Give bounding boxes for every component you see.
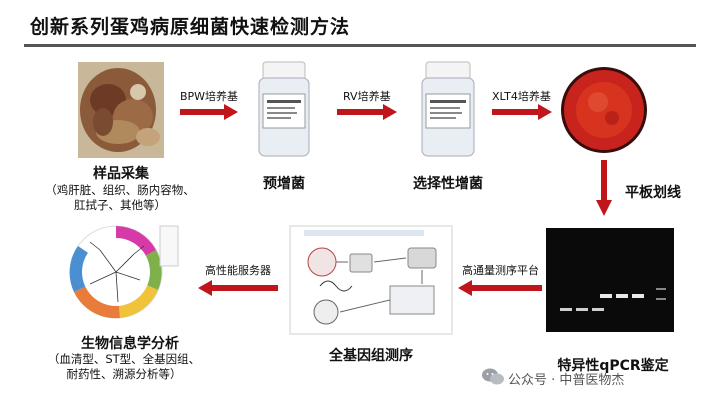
arrow-3: [492, 104, 552, 120]
wechat-icon: [482, 368, 504, 386]
arrow-1-label: BPW培养基: [180, 88, 238, 104]
step-plate-label: 平板划线: [618, 182, 688, 202]
arrow-down: [596, 160, 612, 216]
step-bio-label: 生物信息学分析: [70, 333, 190, 353]
agar-plate-icon: [560, 66, 648, 154]
step-selective-label: 选择性增菌: [398, 173, 498, 193]
arrow-1: [180, 104, 238, 120]
watermark-text: 公众号 · 中普医物杰: [508, 369, 624, 388]
arrow-5-label: 高性能服务器: [205, 262, 271, 278]
rv-bottle-icon: [418, 62, 478, 158]
title-underline: [24, 44, 696, 47]
bpw-bottle-icon: [255, 62, 313, 158]
step-bio-note-2: 耐药性、溯源分析等）: [34, 367, 214, 382]
step-pre-label: 预增菌: [234, 173, 334, 193]
arrow-2: [337, 104, 397, 120]
arrow-5: [198, 280, 278, 296]
arrow-4-label: 高通量测序平台: [462, 262, 539, 278]
arrow-3-label: XLT4培养基: [492, 88, 551, 104]
arrow-4: [458, 280, 542, 296]
phylogenetic-tree-chart: [60, 220, 180, 322]
arrow-2-label: RV培养基: [343, 88, 391, 104]
qpcr-gel-image: [546, 228, 674, 332]
step-wgs-label: 全基因组测序: [316, 345, 426, 365]
page-title: 创新系列蛋鸡病原细菌快速检测方法: [30, 12, 350, 39]
step-bio-note-1: （血清型、ST型、全基因组、: [34, 352, 214, 367]
sample-photo: [78, 62, 164, 158]
step-sample-note-1: （鸡肝脏、组织、肠内容物、: [30, 183, 210, 198]
wgs-workflow-diagram: [290, 226, 452, 334]
step-sample-label: 样品采集: [78, 163, 164, 183]
step-sample-note-2: 肛拭子、其他等）: [30, 198, 210, 213]
